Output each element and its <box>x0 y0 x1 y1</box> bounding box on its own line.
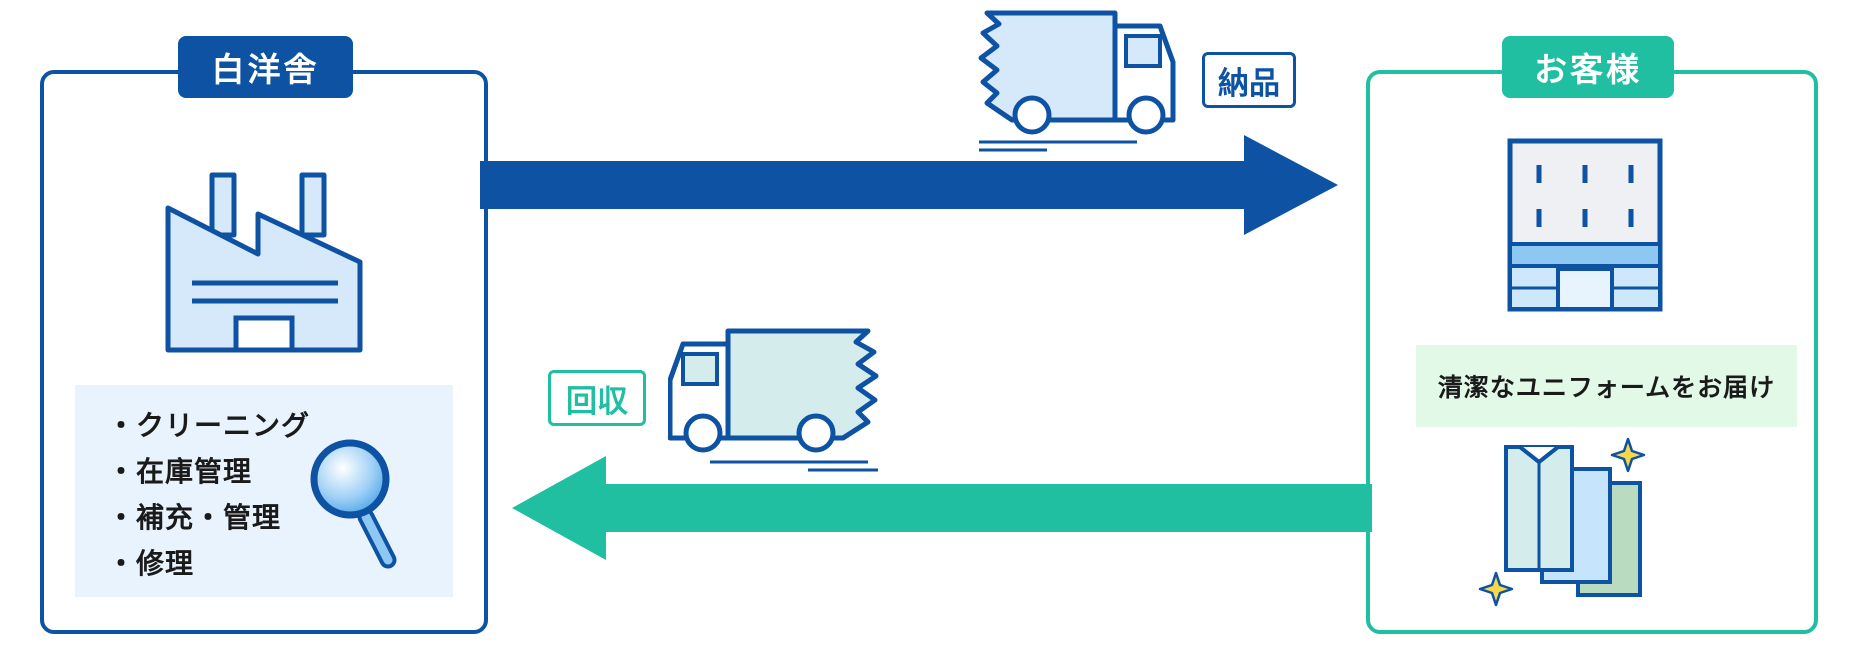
provider-label: 白洋舎 <box>178 36 353 98</box>
services-list: クリーニング 在庫管理 補充・管理 修理 <box>75 385 453 587</box>
collection-label: 回収 <box>548 370 646 426</box>
factory-icon <box>165 172 363 353</box>
collection-truck-icon <box>668 328 879 472</box>
service-item: 在庫管理 <box>107 449 453 495</box>
building-icon <box>1507 138 1663 312</box>
delivery-truck-icon <box>978 10 1176 152</box>
service-item: 修理 <box>107 541 453 587</box>
magnifier-icon <box>310 439 397 569</box>
collection-arrow <box>512 456 1372 560</box>
service-item: 補充・管理 <box>107 495 453 541</box>
service-item: クリーニング <box>107 403 453 449</box>
delivery-arrow <box>480 135 1338 235</box>
customer-caption: 清潔なユニフォームをお届け <box>1416 345 1797 427</box>
delivery-label: 納品 <box>1202 52 1296 108</box>
uniforms-icon <box>1478 437 1646 607</box>
customer-label: お客様 <box>1502 36 1674 98</box>
